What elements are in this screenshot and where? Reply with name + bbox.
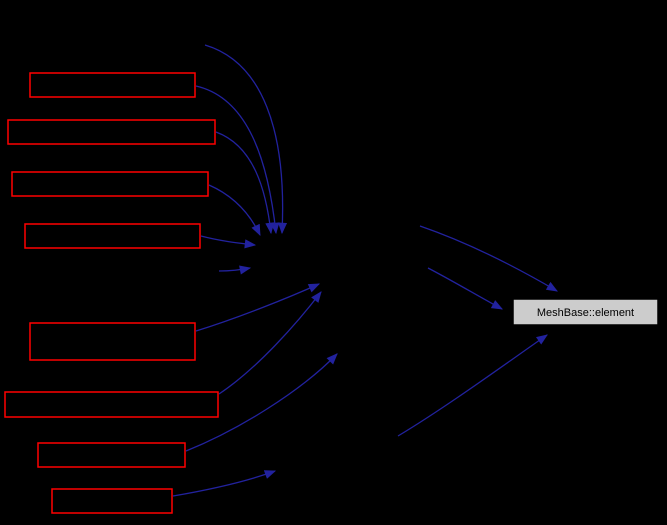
graph-node-caller-6[interactable] bbox=[4, 391, 219, 418]
graph-edge-e13 bbox=[397, 334, 548, 437]
nodes-layer: MeshBase::element bbox=[4, 72, 659, 514]
graph-edge-e7 bbox=[195, 283, 321, 332]
graph-edge-e3 bbox=[215, 131, 275, 235]
graph-edge-e5 bbox=[200, 235, 257, 249]
graph-edge-e1 bbox=[204, 44, 288, 235]
graph-edge-e4 bbox=[208, 184, 261, 237]
graph-edge-e12 bbox=[427, 267, 504, 310]
graph-edge-e9 bbox=[185, 353, 338, 452]
graph-node-caller-7[interactable] bbox=[37, 442, 186, 468]
graph-node-target[interactable] bbox=[512, 298, 659, 326]
graph-node-caller-4[interactable] bbox=[24, 223, 201, 249]
graph-edge-e2 bbox=[195, 85, 280, 235]
edges-layer bbox=[172, 44, 558, 497]
graph-node-caller-1[interactable] bbox=[29, 72, 196, 98]
graph-node-caller-2[interactable] bbox=[7, 119, 216, 145]
graph-edge-e8 bbox=[218, 291, 322, 395]
graph-edge-e10 bbox=[172, 470, 277, 497]
graph-node-caller-5[interactable] bbox=[29, 322, 196, 361]
node-label-target: MeshBase::element bbox=[537, 307, 634, 319]
graph-edge-e6 bbox=[218, 265, 252, 275]
graph-edge-e11 bbox=[419, 225, 558, 292]
graph-node-caller-3[interactable] bbox=[11, 171, 209, 197]
graph-node-caller-8[interactable] bbox=[51, 488, 173, 514]
